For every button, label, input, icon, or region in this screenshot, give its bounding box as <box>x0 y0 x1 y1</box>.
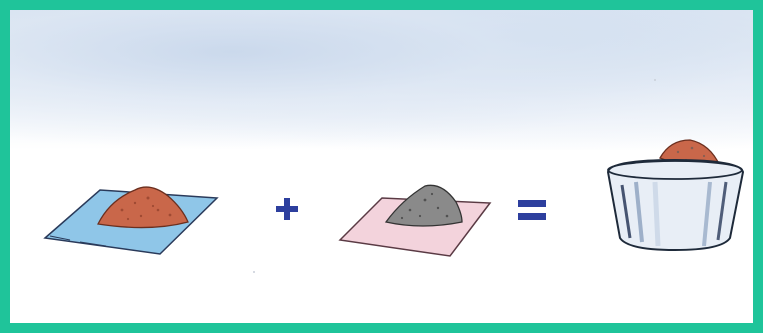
blue-paper-with-red-powder <box>45 187 217 254</box>
mixture-illustration <box>10 10 753 323</box>
pink-paper-with-gray-powder <box>340 185 490 256</box>
equals-icon <box>518 200 546 220</box>
bowl-with-mixture <box>608 140 743 250</box>
plus-icon <box>276 198 298 220</box>
